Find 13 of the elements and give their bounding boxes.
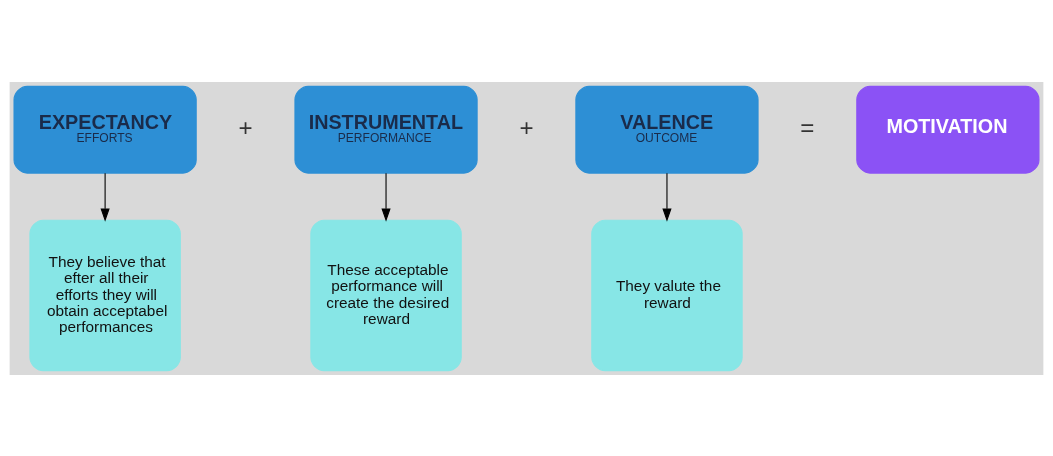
node-box: MOTIVATION	[856, 85, 1040, 174]
node-box: These acceptable performance will create the desired reward	[310, 219, 462, 371]
node-box: They valute the reward	[591, 219, 743, 371]
arrow	[100, 172, 110, 222]
label: +	[238, 113, 253, 141]
node-box: They believe that efter all their efforts they will obtain acceptabel performances	[29, 219, 181, 371]
label: +	[519, 113, 534, 141]
node-box: INSTRUMENTAL PERFORMANCE	[294, 85, 478, 174]
node-box: VALENCE OUTCOME	[575, 85, 759, 174]
arrow	[662, 172, 672, 222]
node-box: EXPECTANCY EFFORTS	[13, 85, 197, 174]
label: =	[800, 113, 815, 141]
arrow	[381, 172, 391, 222]
